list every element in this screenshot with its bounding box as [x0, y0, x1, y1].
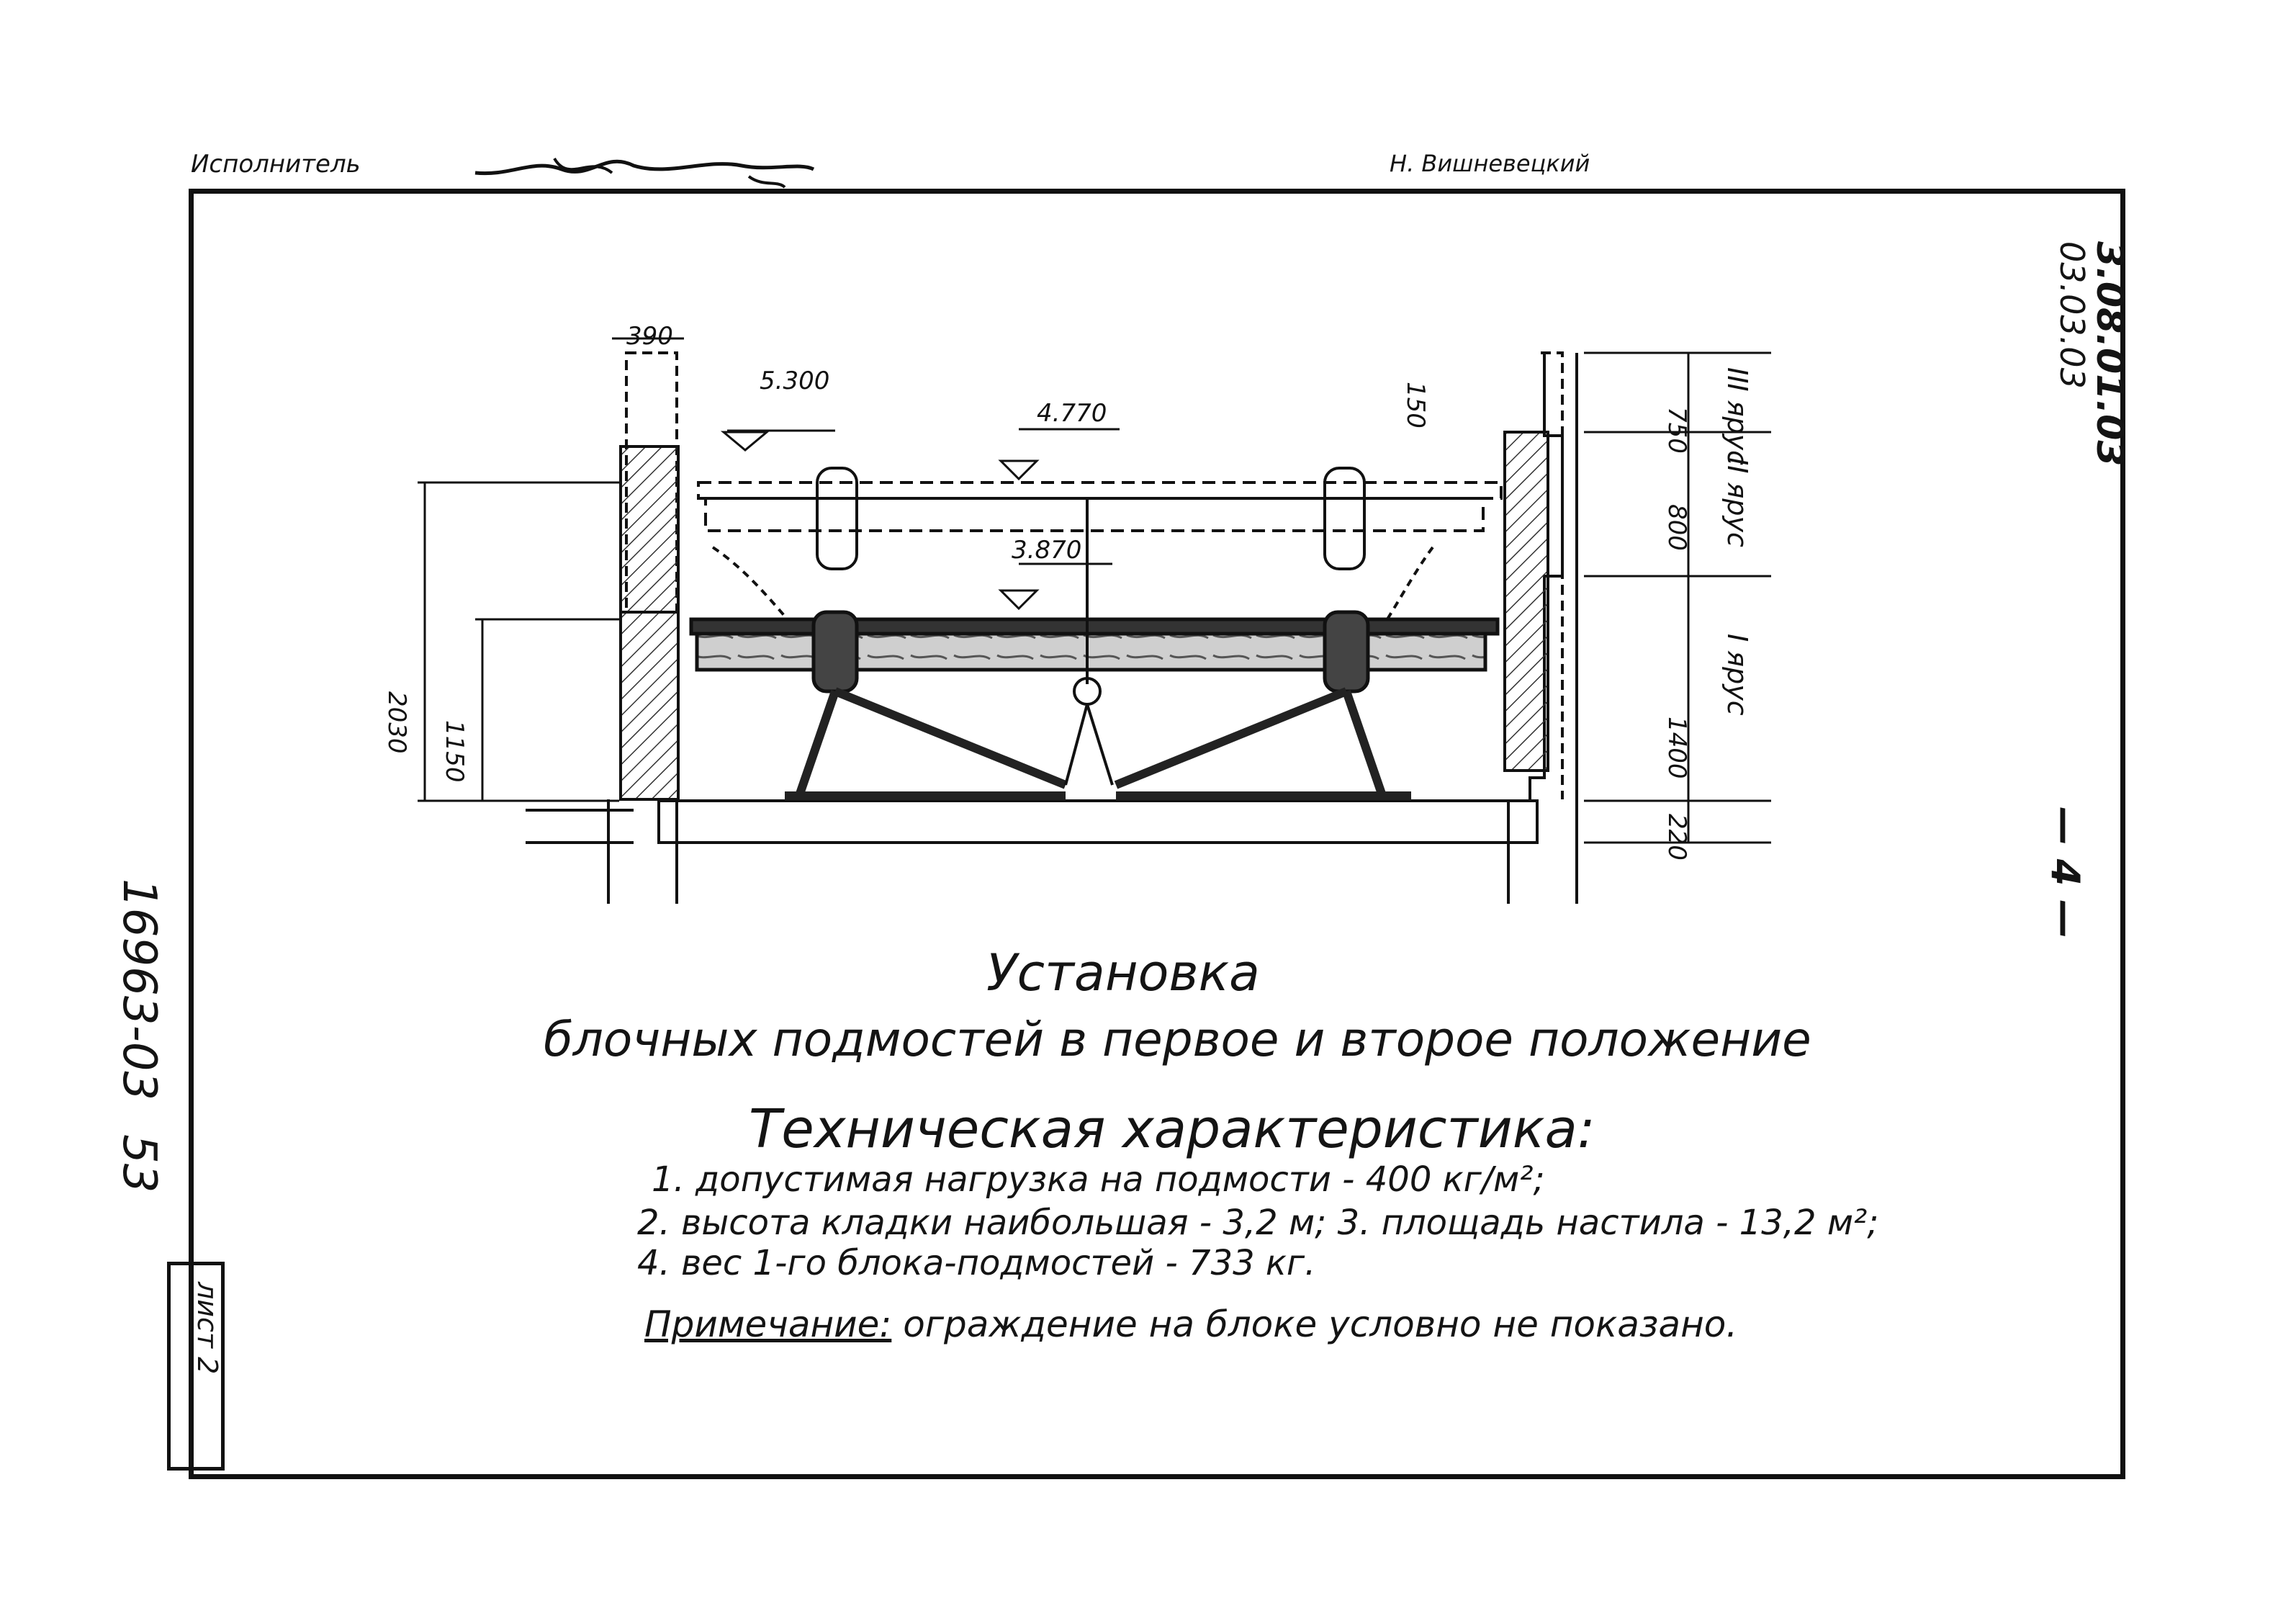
performer-signature: [474, 157, 815, 189]
note-line: Примечание: ограждение на блоке условно …: [644, 1303, 1737, 1345]
dim-gap-top: 150: [1401, 382, 1430, 428]
lower-deck: [689, 610, 1500, 693]
elev-top: 5.300: [760, 367, 829, 395]
spec-item-load: 1. допустимая нагрузка на подмости - 400…: [652, 1159, 1545, 1200]
dim-bottom: 220: [1662, 814, 1691, 861]
right-wall: [1503, 351, 1578, 904]
tier-top-label: III ярус: [1721, 367, 1753, 465]
spec-heading: Техническая характеристика:: [749, 1098, 1595, 1160]
dim-tier1: 1400: [1662, 717, 1691, 779]
elevation-marks: [720, 428, 1120, 611]
floor-slab: [657, 799, 1539, 844]
tier1-label: I ярус: [1721, 634, 1753, 716]
author-name: Н. Вишневецкий: [1390, 150, 1590, 177]
spec-item-weight: 4. вес 1-го блока-подмостей - 733 кг.: [637, 1243, 1316, 1283]
spec-item-height-area: 2. высота кладки наибольшая - 3,2 м; 3. …: [637, 1203, 1879, 1243]
elev-deck-upper: 4.770: [1037, 399, 1107, 428]
right-dimensions: [1584, 351, 1771, 844]
sheet-frame: [189, 189, 2125, 1479]
left-dimensions: [418, 337, 684, 802]
dim-lower-left: 1150: [440, 720, 469, 783]
dim-total-left: 2030: [382, 691, 411, 754]
note-label: Примечание:: [644, 1303, 892, 1345]
scissor-frame: [785, 687, 1411, 800]
dim-wall: 390: [626, 322, 673, 351]
sheet-stamp-box: [167, 1262, 225, 1471]
performer-label: Исполнитель: [191, 150, 361, 179]
tier2-label: II ярус: [1721, 457, 1753, 547]
drawing-title-line2: блочных подмостей в первое и второе поло…: [544, 1012, 1811, 1067]
note-text: ограждение на блоке условно не показано.: [891, 1303, 1738, 1345]
dim-tier2: 800: [1662, 504, 1691, 551]
dim-tier-top: 750: [1662, 407, 1691, 454]
drawing-title-line1: Установка: [986, 943, 1260, 1002]
left-wall: [607, 351, 680, 904]
elev-deck-lower: 3.870: [1012, 536, 1081, 565]
